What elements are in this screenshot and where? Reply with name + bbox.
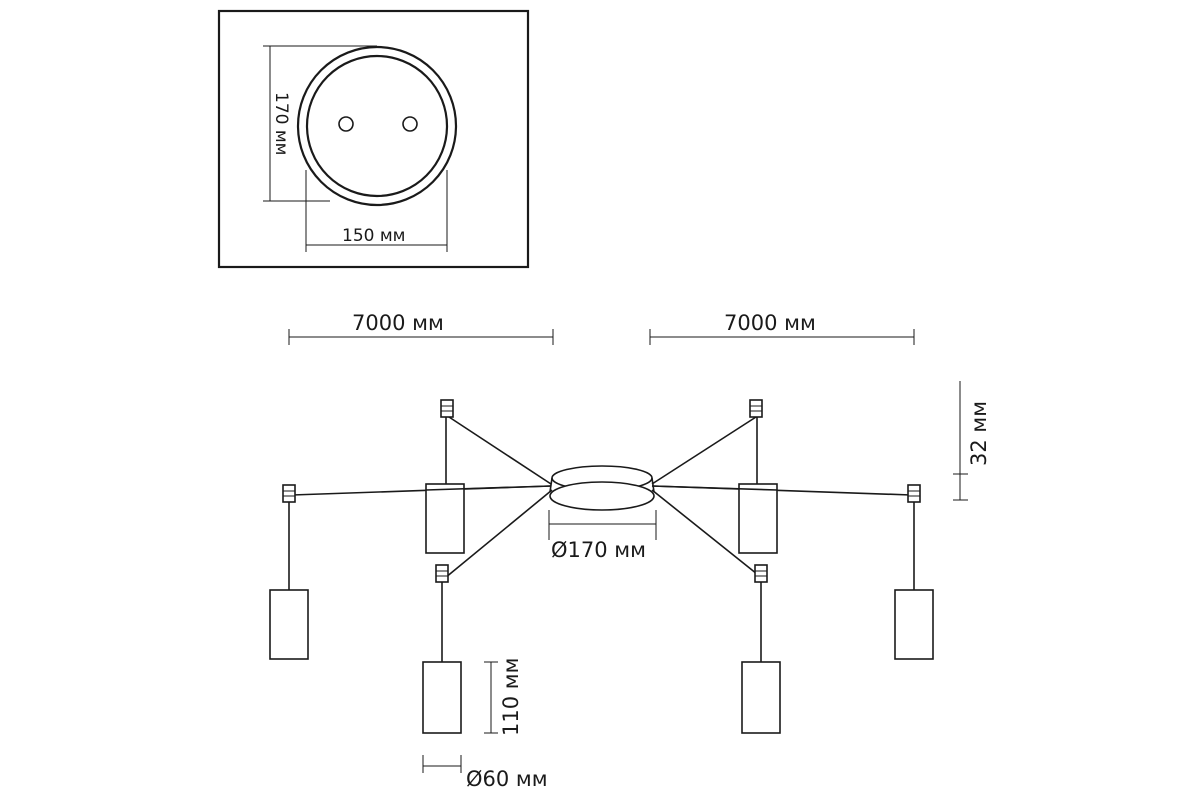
top-dim-height-label: 170 мм xyxy=(271,92,291,156)
cable-to-left-front xyxy=(444,489,553,579)
pendant-left-outer xyxy=(269,484,309,660)
cap-right-back xyxy=(749,399,763,418)
pendant-left-back xyxy=(425,399,465,554)
cap-left-front xyxy=(435,564,449,583)
shade-right-outer xyxy=(894,589,934,660)
mount-hole-left xyxy=(338,116,354,132)
shade-height-dimension: 110 мм xyxy=(484,658,523,736)
canopy: Ø170 мм xyxy=(548,465,657,562)
shade-diameter-label: Ø60 мм xyxy=(466,767,548,791)
top-view: 170 мм 150 мм xyxy=(217,9,530,269)
canopy-outer-ring xyxy=(296,45,458,207)
shade-left-back xyxy=(425,483,465,554)
span-left-label: 7000 мм xyxy=(352,311,444,335)
shade-right-back xyxy=(738,483,778,554)
top-view-frame xyxy=(217,9,530,269)
cap-right-outer xyxy=(907,484,921,503)
canopy-side-left xyxy=(549,477,553,493)
cap-height-label: 32 мм xyxy=(967,401,991,466)
top-dim-width-label: 150 мм xyxy=(342,226,406,246)
cap-left-back xyxy=(440,399,454,418)
cap-right-front xyxy=(754,564,768,583)
pendant-right-back xyxy=(738,399,778,554)
shade-left-front xyxy=(422,661,462,734)
pendant-right-outer xyxy=(894,484,934,660)
cable-to-right-front xyxy=(651,489,763,579)
shade-left-outer xyxy=(269,589,309,660)
span-right-label: 7000 мм xyxy=(724,311,816,335)
canopy-inner-ring xyxy=(305,54,449,198)
cap-height-dimension: 32 мм xyxy=(953,381,991,501)
pendant-right-front xyxy=(741,564,781,734)
shade-right-front xyxy=(741,661,781,734)
mount-hole-right xyxy=(402,116,418,132)
canopy-bottom xyxy=(549,481,655,511)
cable-overlay-left xyxy=(425,485,552,491)
cables-front-overlay xyxy=(425,485,778,491)
shade-diameter-dimension: Ø60 мм xyxy=(422,755,548,791)
pendant-left-front xyxy=(422,564,462,734)
canopy-side-right xyxy=(651,477,655,493)
cable-to-left-back xyxy=(448,416,552,485)
cable-overlay-right xyxy=(651,485,778,491)
cap-left-outer xyxy=(282,484,296,503)
span-dimensions: 7000 мм 7000 мм xyxy=(288,311,915,345)
cable-to-right-back xyxy=(651,416,757,485)
shade-height-label: 110 мм xyxy=(499,658,523,736)
canopy-diameter-label: Ø170 мм xyxy=(551,538,646,562)
